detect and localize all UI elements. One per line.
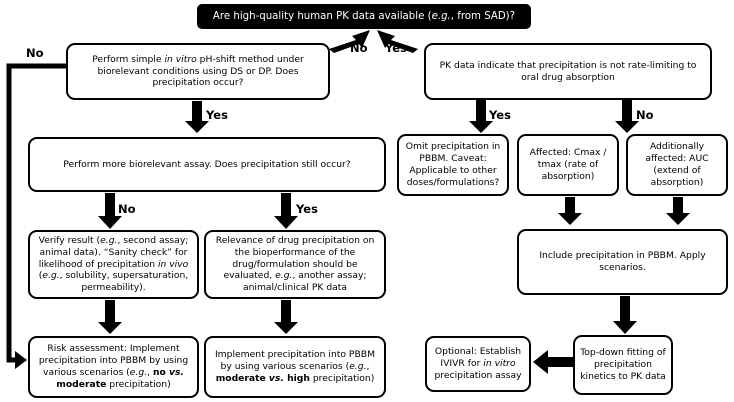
top-down-fitting-box: Top-down fitting of precipitation kineti… [573, 335, 673, 395]
arrow-no-main [329, 30, 370, 53]
risk-assessment-box: Risk assessment: Implement precipitation… [28, 336, 199, 398]
omit-precipitation-box: Omit precipitation in PBBM. Caveat: Appl… [397, 134, 509, 196]
arrow-yes-biorelevant [274, 193, 298, 229]
label-yes-biorelevant: Yes [296, 202, 318, 216]
affected-auc-box: Additionally affected: AUC (extend of ab… [626, 134, 728, 196]
relevance-box: Relevance of drug precipitation on the b… [204, 230, 386, 299]
top-question-text: Are high-quality human PK data available… [212, 10, 516, 22]
arrow-topdown-optional [533, 350, 573, 374]
arrow-cmax-include [558, 197, 582, 225]
arrow-no-biorelevant [98, 193, 122, 229]
arrow-relevance-implement [274, 300, 298, 334]
label-yes-invitro: Yes [206, 108, 228, 122]
more-biorelevant-box: Perform more biorelevant assay. Does pre… [28, 137, 386, 192]
label-no-pk: No [636, 108, 654, 122]
label-no-outer: No [26, 46, 44, 60]
invitro-method-box: Perform simple in vitro pH-shift method … [66, 43, 330, 100]
include-precipitation-box: Include precipitation in PBBM. Apply sce… [517, 229, 728, 295]
optional-ivivr-box: Optional: Establish IVIVR for in vitro p… [425, 336, 531, 392]
arrow-include-topdown [613, 296, 637, 334]
arrow-auc-include [666, 197, 690, 225]
arrow-verify-risk [98, 300, 122, 334]
label-no-main: No [350, 41, 368, 55]
label-yes-main: Yes [385, 41, 407, 55]
arrowhead-no-outer [15, 351, 27, 369]
label-yes-pk: Yes [489, 108, 511, 122]
arrow-yes-pk [469, 100, 493, 133]
label-no-biorelevant: No [118, 202, 136, 216]
implement-precipitation-box: Implement precipitation into PBBM by usi… [204, 336, 386, 398]
connector-no-outer [6, 63, 66, 363]
verify-result-box: Verify result (e.g., second assay; anima… [28, 230, 199, 299]
not-rate-limiting-box: PK data indicate that precipitation is n… [424, 43, 712, 100]
arrow-yes-main [377, 30, 418, 53]
affected-cmax-box: Affected: Cmax / tmax (rate of absorptio… [517, 134, 619, 196]
arrow-yes-invitro [185, 101, 209, 133]
arrow-no-pk [615, 100, 639, 133]
top-question-box: Are high-quality human PK data available… [197, 4, 531, 29]
